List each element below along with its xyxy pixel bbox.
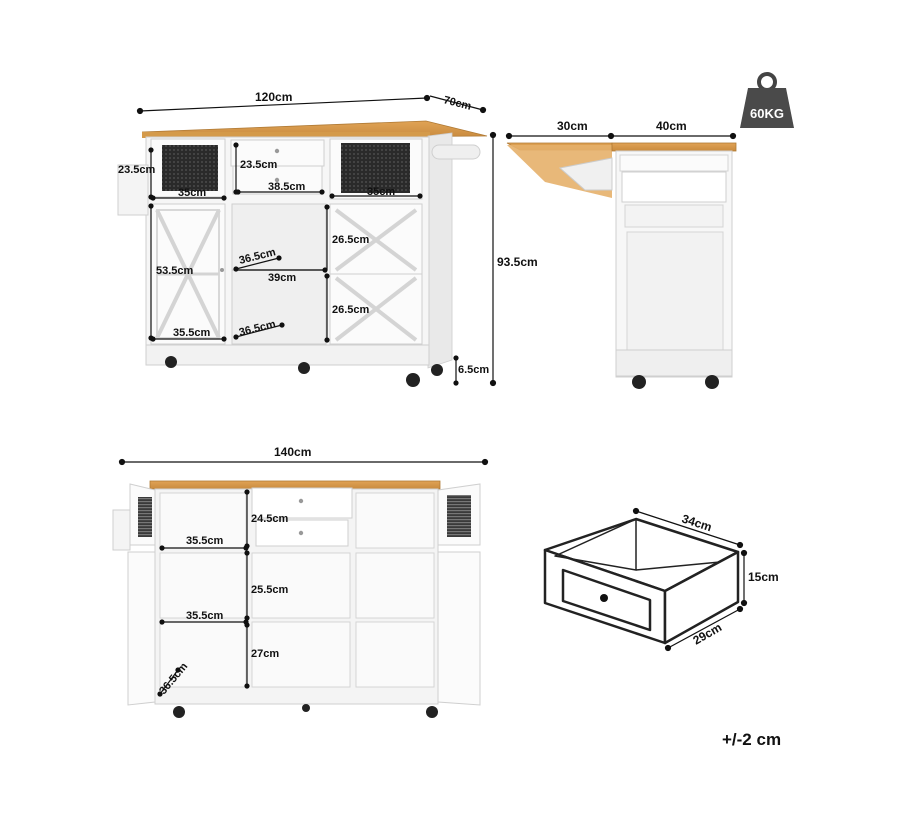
front-width-label: 120cm [255, 90, 292, 104]
drawer-height-detail-label: 15cm [748, 570, 779, 584]
tolerance-note: +/-2 cm [722, 730, 782, 749]
side-body-depth-label: 40cm [656, 119, 687, 133]
open-view-dimensions [118, 458, 489, 697]
open-view-cabinet [112, 480, 481, 718]
front-height-label: 93.5cm [497, 255, 538, 269]
side-view-dimensions [505, 132, 737, 140]
wheel-height-label: 6.5cm [458, 364, 489, 376]
open-upper-shelf-width-label: 35.5cm [186, 535, 224, 547]
top-right-door-width-label: 35cm [367, 186, 395, 198]
front-depth-label: 70cm [442, 94, 472, 113]
drawer-width-label: 38.5cm [268, 181, 306, 193]
drop-leaf-label: 30cm [557, 119, 588, 133]
drawer-detail-dimensions [632, 507, 748, 652]
weight-label: 60KG [750, 106, 784, 121]
top-left-door-width-label: 35cm [178, 187, 206, 199]
front-view-dimensions [136, 94, 497, 387]
front-view-cabinet [117, 120, 488, 387]
lower-left-door-height-label: 53.5cm [156, 265, 194, 277]
weight-icon [740, 72, 794, 128]
spice-rack-height-label: 23.5cm [118, 164, 156, 176]
open-lower-shelf-width-label: 35.5cm [186, 610, 224, 622]
lower-left-door-width-label: 35.5cm [173, 327, 211, 339]
shelf-width-label: 39cm [268, 272, 296, 284]
right-upper-height-label: 26.5cm [332, 234, 370, 246]
side-view-cabinet [506, 142, 737, 389]
open-width-label: 140cm [274, 445, 311, 459]
open-drawer-height-label: 24.5cm [251, 513, 289, 525]
open-lower-height-label: 27cm [251, 648, 279, 660]
open-middle-height-label: 25.5cm [251, 584, 289, 596]
right-lower-height-label: 26.5cm [332, 304, 370, 316]
drawer-knob [600, 594, 608, 602]
drawer-height-label: 23.5cm [240, 159, 278, 171]
